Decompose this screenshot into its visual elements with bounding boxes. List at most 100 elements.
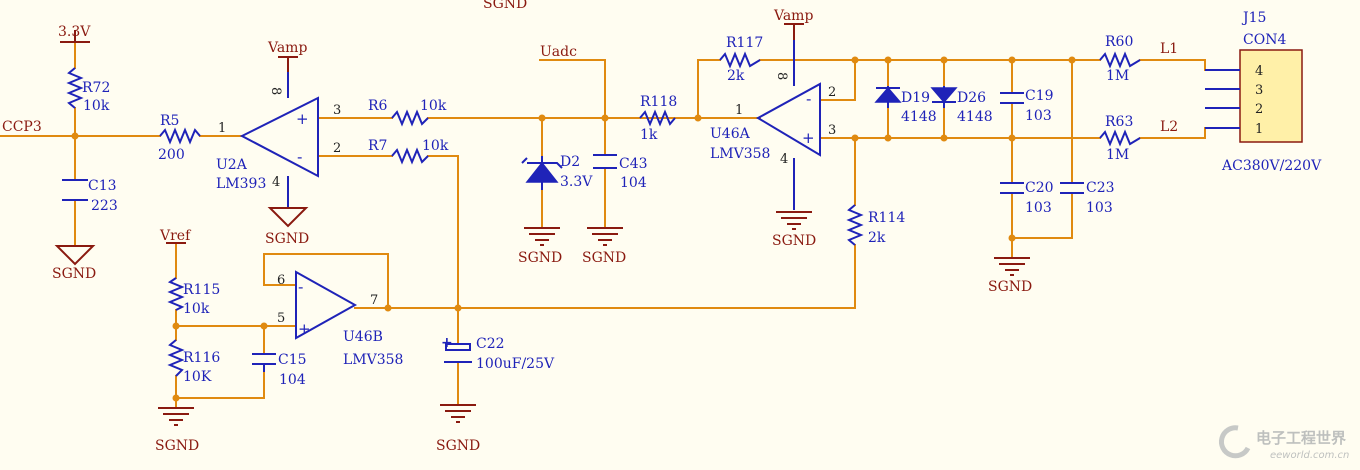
plus-sign: + (298, 320, 311, 338)
value-c15: 104 (279, 372, 306, 388)
value-r63: 1M (1106, 147, 1129, 163)
connector-pin-4: 4 (1255, 64, 1263, 79)
power-bar-icon (278, 56, 298, 72)
ref-r6: R6 (368, 98, 388, 114)
capacitor-c43[interactable] (593, 154, 617, 169)
resistor-r118[interactable] (639, 109, 676, 127)
ground-label: SGND (155, 438, 199, 454)
value-c43: 104 (620, 175, 647, 191)
ref-c43: C43 (619, 156, 648, 172)
minus-sign: - (297, 148, 302, 166)
junction-dot (260, 322, 268, 330)
capacitor-c20[interactable] (1000, 182, 1024, 194)
ref-r72: R72 (82, 80, 110, 96)
ref-c23: C23 (1086, 180, 1115, 196)
net-label-l1: L1 (1160, 41, 1178, 57)
net-label-vref: Vref (159, 228, 192, 244)
ref-d19: D19 (901, 90, 930, 106)
junction-dot (384, 304, 392, 312)
power-symbols (54, 23, 1030, 426)
junction-dot (851, 56, 859, 64)
resistor-r115[interactable] (167, 277, 185, 311)
resistor-r114[interactable] (846, 204, 864, 246)
watermark-logo: 电子工程世界 eeworld.com.cn (1218, 425, 1349, 461)
minus-sign: - (806, 90, 811, 108)
pin-number: 2 (333, 141, 341, 156)
ref-r115: R115 (183, 282, 220, 298)
value-c19: 103 (1025, 108, 1052, 124)
ground-label: SGND (988, 279, 1032, 295)
ref-c22: C22 (476, 336, 505, 352)
diode-d26[interactable] (930, 86, 958, 108)
connector-pin-3: 3 (1255, 83, 1263, 98)
resistor-r7[interactable] (391, 147, 429, 165)
junction-dot (1008, 56, 1016, 64)
value-u2a: LM393 (216, 176, 266, 192)
resistor-r116[interactable] (167, 339, 185, 377)
pin-number: 8 (774, 72, 789, 80)
value-c13: 223 (91, 198, 118, 214)
junction-dot (454, 304, 462, 312)
junction-dot (538, 114, 546, 122)
ground-label: SGND (582, 250, 626, 266)
ref-r60: R60 (1105, 34, 1133, 50)
ground-icon (158, 407, 194, 426)
junction-dot (172, 322, 180, 330)
pin-number: 4 (780, 152, 788, 167)
value-r114: 2k (868, 230, 886, 246)
junction-dot (601, 114, 609, 122)
ref-c15: C15 (278, 352, 307, 368)
watermark-url: eeworld.com.cn (1270, 450, 1349, 461)
value-u46a: LMV358 (710, 146, 770, 162)
value-r5: 200 (158, 147, 185, 163)
value-d19: 4148 (901, 109, 937, 125)
capacitor-c23[interactable] (1060, 182, 1084, 194)
resistor-r72[interactable] (66, 67, 84, 109)
ref-c20: C20 (1025, 180, 1054, 196)
value-r72: 10k (83, 98, 110, 114)
junction-dot (940, 134, 948, 142)
value-r117: 2k (727, 68, 745, 84)
capacitor-c19[interactable] (1000, 92, 1024, 104)
ground-icon (440, 404, 476, 423)
pin-number: 3 (333, 103, 341, 118)
ground-label: SGND (772, 233, 816, 249)
ref-c13: C13 (88, 178, 117, 194)
junction-dot (1068, 56, 1076, 64)
capacitor-c22[interactable]: + (441, 335, 472, 363)
value-r60: 1M (1106, 68, 1129, 84)
opamp-u46b[interactable]: - + (295, 270, 358, 340)
resistor-r5[interactable] (159, 127, 201, 145)
wires (0, 41, 1241, 409)
junction-dot (1008, 134, 1016, 142)
resistor-r117[interactable] (719, 51, 761, 69)
connector-note: AC380V/220V (1221, 158, 1322, 174)
resistor-r60[interactable] (1099, 51, 1141, 69)
ref-r5: R5 (160, 113, 179, 129)
junction-dot (71, 132, 79, 140)
ref-r114: R114 (868, 210, 905, 226)
watermark-text: 电子工程世界 (1256, 429, 1346, 447)
resistor-r6[interactable] (391, 109, 429, 127)
value-d26: 4148 (957, 109, 993, 125)
net-label-3v3: 3.3V (58, 24, 91, 40)
comparator-u2a[interactable]: + - (239, 96, 319, 178)
ground-triangle-icon (54, 245, 96, 266)
connector-pin-1: 1 (1255, 122, 1263, 137)
opamp-u46a[interactable]: - + (755, 82, 821, 157)
ref-u46b: U46B (343, 329, 383, 345)
ref-d2: D2 (560, 154, 580, 170)
zener-d2[interactable] (521, 156, 563, 190)
connector-j15[interactable] (1205, 49, 1303, 143)
capacitor-c15[interactable] (252, 353, 276, 372)
resistor-r63[interactable] (1099, 129, 1141, 147)
net-label-sgnd: SGND (483, 0, 527, 12)
value-c20: 103 (1025, 200, 1052, 216)
value-d2: 3.3V (560, 174, 593, 190)
capacitor-c13[interactable] (62, 179, 88, 201)
pin-number: 8 (268, 87, 283, 95)
junction-dot (940, 56, 948, 64)
diode-d19[interactable] (874, 86, 902, 108)
ground-triangle-icon (267, 207, 309, 228)
